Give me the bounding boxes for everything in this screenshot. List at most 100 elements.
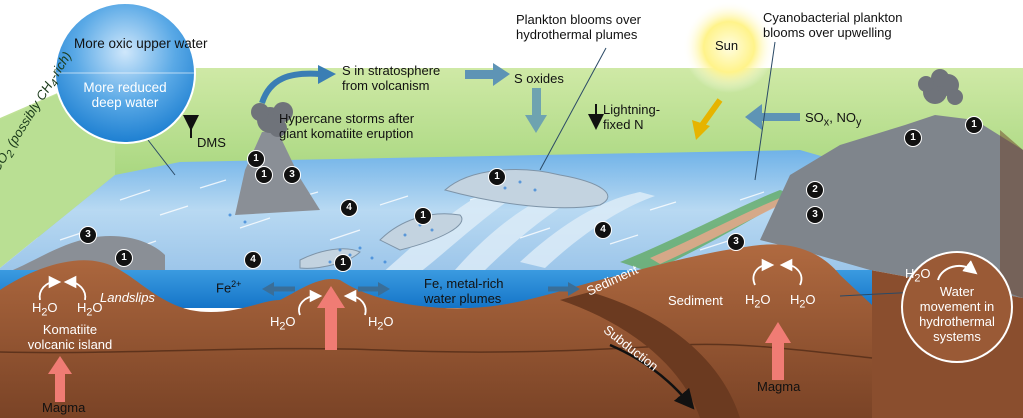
atmosphere-arrows xyxy=(183,63,800,140)
upwelling-strip xyxy=(650,196,790,264)
left-plume xyxy=(251,102,293,137)
oxic-upper-label: More oxic upper water xyxy=(74,36,208,51)
dms-label: DMS xyxy=(197,135,226,150)
right-cliff-shadow xyxy=(1000,130,1023,298)
lightning-2: fixed N xyxy=(603,117,644,132)
h2o-o: O xyxy=(47,300,58,315)
h2o-o: O xyxy=(285,314,296,329)
sox-text: SO xyxy=(805,110,824,125)
marker-1: 1 xyxy=(904,129,922,147)
h2o-label: H2O xyxy=(905,266,931,287)
magma-label-1: Magma xyxy=(42,400,86,415)
subduction-arrow xyxy=(609,343,695,410)
marker-1: 1 xyxy=(247,150,265,168)
komatiite-2: volcanic island xyxy=(27,337,113,352)
lightning-1: Lightning- xyxy=(603,102,661,117)
h2o-o: O xyxy=(805,292,816,307)
h2o-sub: 2 xyxy=(86,306,93,319)
magma-label-2: Magma xyxy=(757,379,801,394)
fe2-label: Fe2+ xyxy=(216,277,241,295)
h2o-o: O xyxy=(383,314,394,329)
sun-glow xyxy=(683,1,775,93)
reduced-deep-label: More reduced deep water xyxy=(83,80,167,110)
marker-1: 1 xyxy=(965,116,983,134)
fe-plume-arrows xyxy=(262,282,580,296)
marker-3: 3 xyxy=(283,166,301,184)
mantle-boundary xyxy=(0,343,873,359)
h2o-h: H xyxy=(905,266,915,281)
marker-4: 4 xyxy=(340,199,358,217)
marker-1: 1 xyxy=(414,207,432,225)
h2o-label: H2O xyxy=(77,300,103,321)
h2o-o: O xyxy=(760,292,771,307)
marker-3: 3 xyxy=(727,233,745,251)
right-plume xyxy=(918,69,963,105)
water-movement-4: systems xyxy=(933,329,981,344)
h2o-label: H2O xyxy=(270,314,296,335)
fe2-sup: 2+ xyxy=(231,279,242,289)
marker-4: 4 xyxy=(594,221,612,239)
h2o-sub: 2 xyxy=(279,320,286,333)
hydro-bubble-arrow xyxy=(937,260,978,281)
magma-arrows xyxy=(48,286,791,402)
nox-sub: y xyxy=(855,116,862,129)
sox-sub: x xyxy=(823,116,830,129)
marker-1: 1 xyxy=(255,166,273,184)
marker-4: 4 xyxy=(244,251,262,269)
h2o-h: H xyxy=(745,292,755,307)
marker-1: 1 xyxy=(488,168,506,186)
h2o-label: H2O xyxy=(745,292,771,313)
h2o-h: H xyxy=(368,314,378,329)
h2o-h: H xyxy=(270,314,280,329)
hydrothermal-loops xyxy=(38,258,803,316)
h2o-label: H2O xyxy=(368,314,394,335)
s-oxides-label: S oxides xyxy=(514,71,564,86)
nox-text: , NO xyxy=(829,110,856,125)
ocean-surface xyxy=(0,150,872,270)
water-movement-3: hydrothermal xyxy=(919,314,995,329)
plankton-1: Plankton blooms over xyxy=(516,12,642,27)
h2o-h: H xyxy=(77,300,87,315)
komatiite-1: Komatiite xyxy=(42,322,98,337)
leader-lines xyxy=(147,41,919,297)
hypercane-bands xyxy=(380,178,655,280)
cyano-2: blooms over upwelling xyxy=(763,25,892,40)
hypercane-1: Hypercane storms after xyxy=(279,111,415,126)
oceanic-crust xyxy=(0,244,872,418)
h2o-o: O xyxy=(92,300,103,315)
s-stratosphere-2: from volcanism xyxy=(342,78,430,93)
h2o-o: O xyxy=(920,266,931,281)
subduction-slab xyxy=(560,292,740,418)
h2o-label: H2O xyxy=(790,292,816,313)
fe-plumes-1: Fe, metal-rich xyxy=(424,276,504,291)
water-movement-1: Water xyxy=(939,284,975,299)
h2o-sub: 2 xyxy=(754,298,761,311)
marker-1: 1 xyxy=(334,254,352,272)
s-stratosphere-1: S in stratosphere xyxy=(342,63,441,78)
sun-label: Sun xyxy=(715,38,739,53)
marker-3: 3 xyxy=(806,206,824,224)
fe2-text: Fe xyxy=(216,280,232,296)
h2o-sub: 2 xyxy=(799,298,806,311)
water-movement-2: movement in xyxy=(919,299,995,314)
sediment-label-2: Sediment xyxy=(668,293,723,308)
hypercane-2: giant komatiite eruption xyxy=(279,126,414,141)
h2o-sub: 2 xyxy=(377,320,384,333)
h2o-sub: 2 xyxy=(41,306,48,319)
plankton-2: hydrothermal plumes xyxy=(516,27,638,42)
h2o-h: H xyxy=(790,292,800,307)
landslips-label: Landslips xyxy=(100,290,155,305)
cyano-1: Cyanobacterial plankton xyxy=(763,10,903,25)
fe-plumes-2: water plumes xyxy=(424,291,502,306)
h2o-h: H xyxy=(32,300,42,315)
hydro-bubble xyxy=(901,251,1013,363)
h2o-sub: 2 xyxy=(914,272,921,285)
plankton-bloom xyxy=(620,190,795,272)
h2o-label: H2O xyxy=(32,300,58,321)
marker-2: 2 xyxy=(806,181,824,199)
marker-1: 1 xyxy=(115,249,133,267)
marker-3: 3 xyxy=(79,226,97,244)
sox-nox-label: SOx, NOy xyxy=(805,110,861,131)
